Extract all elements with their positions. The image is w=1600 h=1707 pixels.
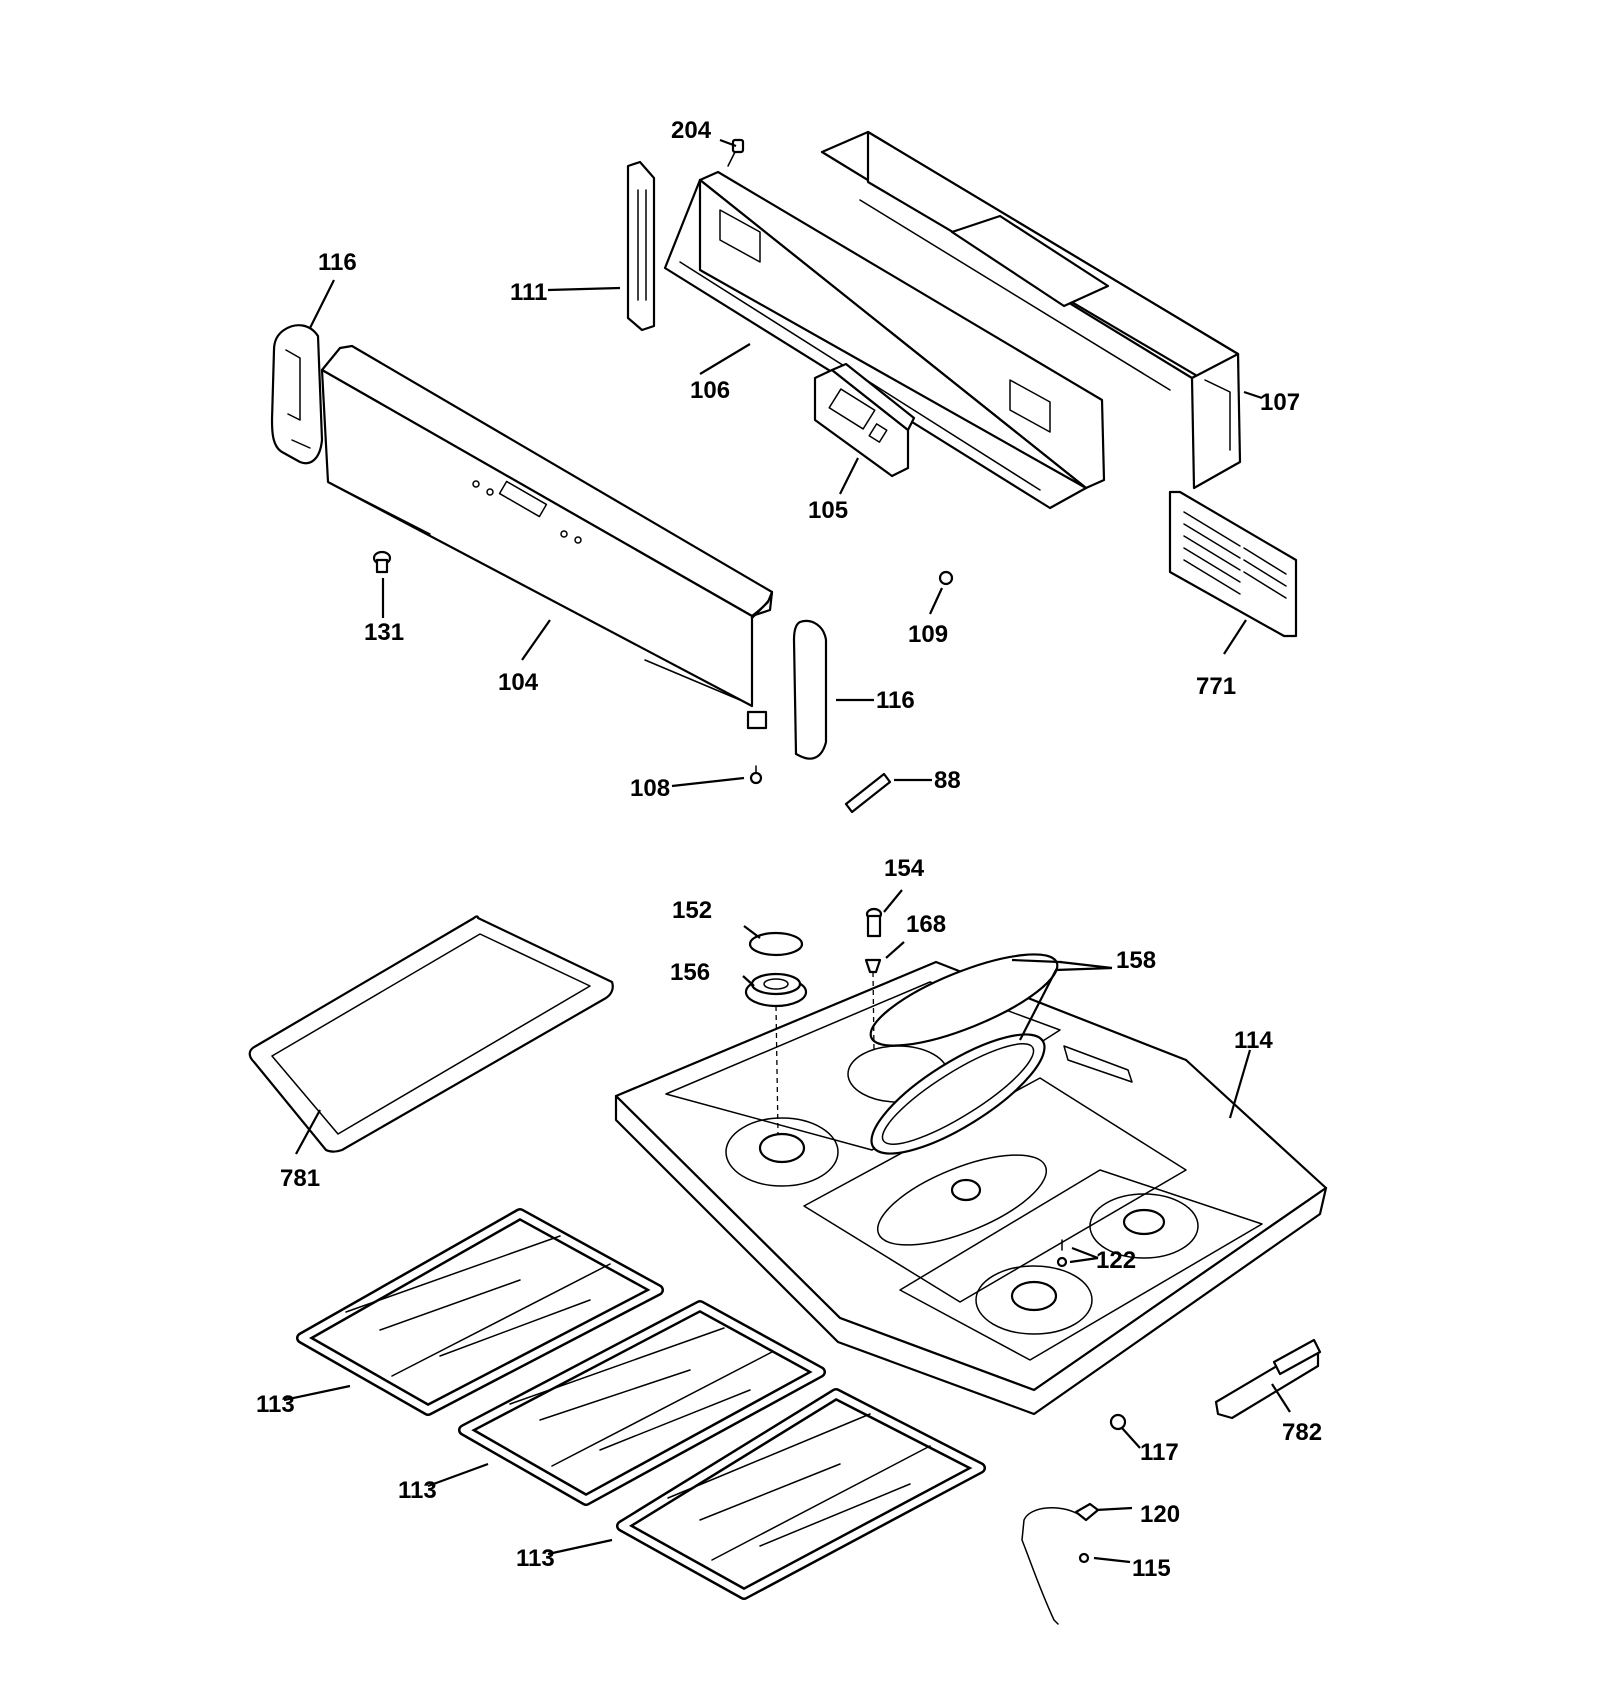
callout-113-3: 113 [516, 1545, 555, 1572]
part-114-cooktop [614, 960, 1328, 1416]
callout-107: 107 [1260, 389, 1300, 416]
part-781-griddle [248, 915, 614, 1153]
part-104-backguard [320, 344, 774, 730]
callout-117: 117 [1140, 1439, 1179, 1466]
part-120-wire [1021, 1502, 1100, 1625]
part-113-grate-1 [296, 1208, 664, 1416]
callout-labels: 204 116 111 106 107 105 131 109 771 104 … [256, 117, 1322, 1582]
part-113-grate-2 [458, 1300, 826, 1506]
callout-111: 111 [510, 279, 547, 306]
part-113-grate-3 [616, 1388, 986, 1600]
leader-lines [283, 138, 1291, 1564]
callout-156: 156 [670, 959, 710, 986]
callout-88: 88 [934, 767, 961, 794]
part-771-vent [1168, 490, 1298, 638]
callout-781: 781 [280, 1165, 320, 1192]
part-109-nut [938, 570, 954, 586]
part-88-strip [844, 772, 892, 814]
part-106-backguard-panel [663, 170, 1106, 510]
callout-104: 104 [498, 669, 539, 696]
callout-120: 120 [1140, 1501, 1180, 1528]
callout-131: 131 [364, 619, 404, 646]
part-168-electrode [864, 958, 882, 1051]
callout-116-right: 116 [876, 687, 915, 714]
callout-122: 122 [1096, 1247, 1136, 1274]
callout-114: 114 [1234, 1027, 1273, 1054]
callout-106: 106 [690, 377, 730, 404]
part-111-bracket [626, 160, 656, 332]
part-122-screws [1056, 1239, 1068, 1268]
callout-113-2: 113 [398, 1477, 437, 1504]
callout-204: 204 [671, 117, 712, 144]
callout-771: 771 [1196, 673, 1236, 700]
callout-154: 154 [884, 855, 925, 882]
part-131-knob [372, 550, 392, 574]
part-204-screw [727, 138, 745, 167]
part-116-left-endcap [270, 324, 324, 465]
part-152-burner-cap [748, 931, 804, 957]
part-107-rear-cover [820, 130, 1242, 490]
part-156-burner-head [744, 972, 808, 1135]
part-116-right-endcap [792, 619, 828, 760]
callout-108: 108 [630, 775, 670, 802]
callout-116-left: 116 [318, 249, 357, 276]
part-154-igniter [865, 907, 883, 938]
part-115-screw [1078, 1552, 1090, 1564]
part-782-bracket [1214, 1338, 1322, 1420]
part-117-nut [1109, 1413, 1127, 1431]
callout-168: 168 [906, 911, 946, 938]
callout-113-1: 113 [256, 1391, 295, 1418]
callout-115: 115 [1132, 1555, 1171, 1582]
callout-109: 109 [908, 621, 948, 648]
callout-152: 152 [672, 897, 712, 924]
callout-105: 105 [808, 497, 848, 524]
part-158-oval-burner [869, 953, 1059, 1155]
callout-158: 158 [1116, 947, 1156, 974]
part-108-screw [749, 765, 763, 785]
callout-782: 782 [1282, 1419, 1322, 1446]
part-105-control-board [813, 362, 916, 478]
